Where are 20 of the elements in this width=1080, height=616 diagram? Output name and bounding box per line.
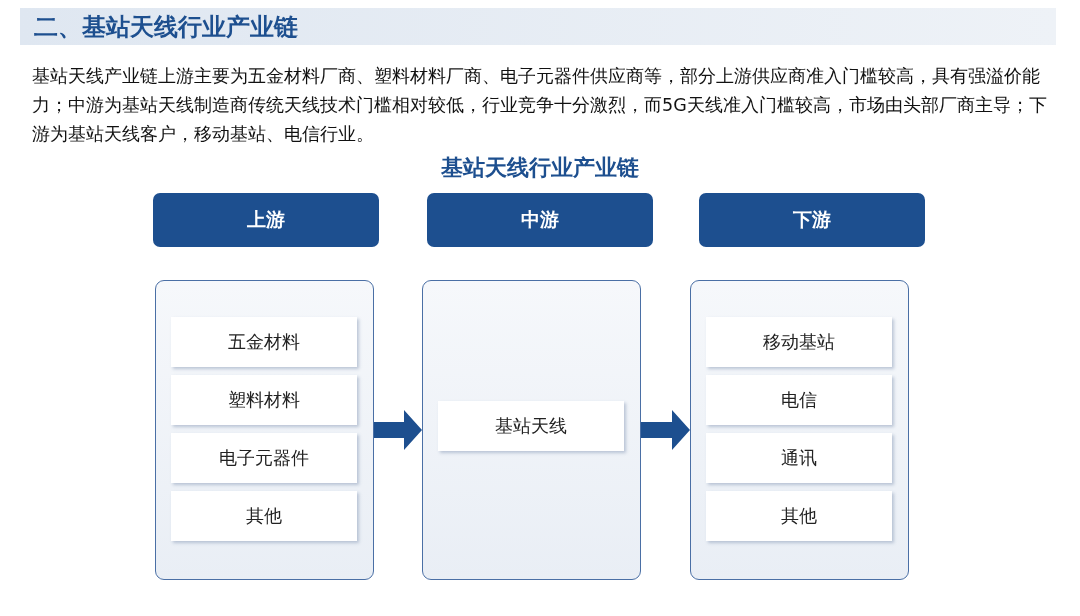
stage-panel — [690, 280, 909, 580]
item-box: 通讯 — [706, 433, 892, 483]
title: 二、基站天线行业产业链 — [34, 12, 298, 43]
item-box: 塑料材料 — [171, 375, 357, 425]
item-box: 其他 — [706, 491, 892, 541]
item-box: 其他 — [171, 491, 357, 541]
stage-header: 中游 — [427, 193, 653, 247]
arrow — [374, 410, 422, 450]
stage-header: 下游 — [699, 193, 925, 247]
item-box: 移动基站 — [706, 317, 892, 367]
item-box: 基站天线 — [438, 401, 624, 451]
subtitle: 基站天线行业产业链 — [440, 154, 640, 182]
paragraph: 基站天线产业链上游主要为五金材料厂商、塑料材料厂商、电子元器件供应商等，部分上游供应商准入门槛较高，具有强溢价能力；中游为基站天线制造商传统天线技术门槛相对较低，行业竞争十分激烈，而5G天线准入门槛较高，市场由头部厂商主导；下游为基站天线客户，移动基站、电信行业。 — [32, 65, 1048, 146]
item-box: 五金材料 — [171, 317, 357, 367]
stage-panel — [155, 280, 374, 580]
stage-panel — [422, 280, 641, 580]
item-box: 电信 — [706, 375, 892, 425]
item-box: 电子元器件 — [171, 433, 357, 483]
arrow — [641, 410, 690, 450]
stage-header: 上游 — [153, 193, 379, 247]
